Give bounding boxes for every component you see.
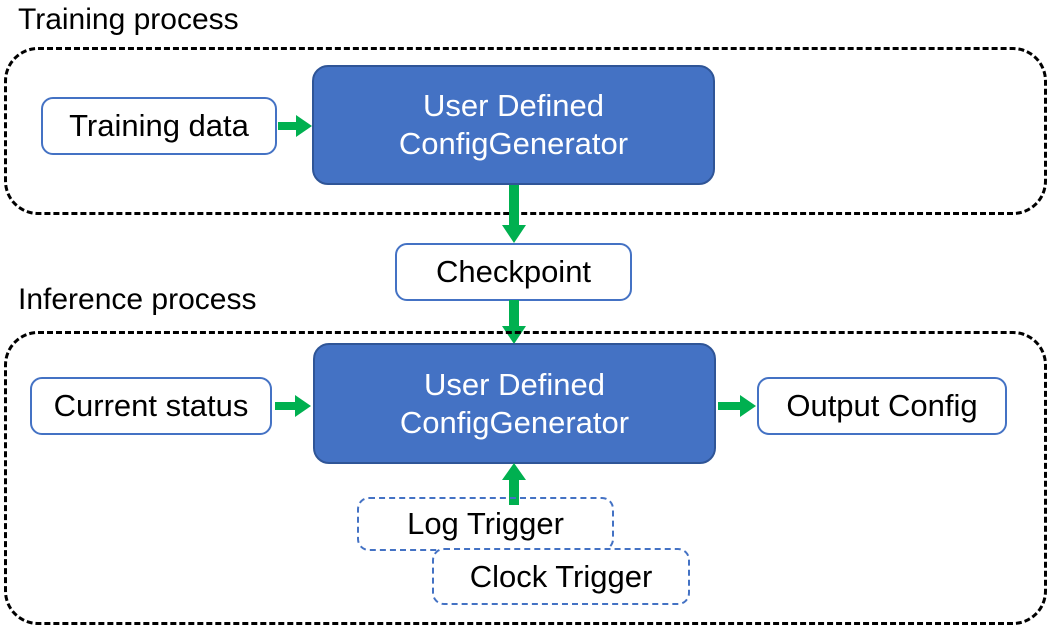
training-generator-line-2: ConfigGenerator	[398, 126, 629, 161]
current-status-box[interactable]: Current status	[30, 377, 272, 435]
arrow-current-status-to-generator	[275, 392, 313, 420]
arrow-training-data-to-generator	[278, 112, 314, 140]
training-data-box[interactable]: Training data	[41, 97, 277, 155]
arrow-generator-to-output-config	[718, 392, 758, 420]
training-process-caption: Training process	[18, 3, 239, 36]
arrow-triggers-to-generator	[500, 463, 528, 505]
clock-trigger-box[interactable]: Clock Trigger	[432, 548, 690, 605]
checkpoint-box[interactable]: Checkpoint	[395, 243, 632, 301]
training-process-container	[4, 47, 1047, 215]
inference-generator-line-1: User Defined	[424, 366, 605, 402]
arrow-generator-to-checkpoint	[500, 185, 528, 245]
training-generator-line-1: User Defined	[423, 88, 604, 123]
training-config-generator-box[interactable]: User Defined ConfigGenerator	[312, 65, 715, 185]
output-config-box[interactable]: Output Config	[757, 377, 1007, 435]
inference-process-caption: Inference process	[18, 283, 257, 316]
inference-process-container	[4, 331, 1047, 625]
inference-generator-line-2: ConfigGenerator	[399, 404, 630, 440]
log-trigger-box[interactable]: Log Trigger	[357, 497, 614, 551]
inference-config-generator-box[interactable]: User Defined ConfigGenerator	[313, 343, 716, 464]
